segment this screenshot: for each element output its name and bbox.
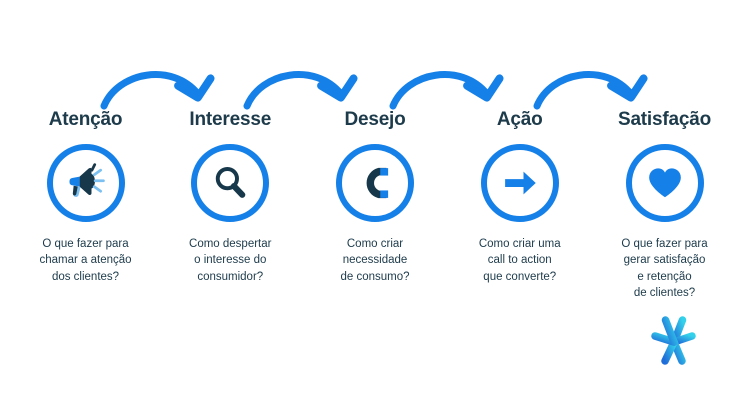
step-satisfacao[interactable]: Satisfação O que fazer para gerar satisf… <box>593 110 736 301</box>
heart-icon <box>648 168 681 198</box>
step-desejo[interactable]: Desejo Como criar necessidade de consumo… <box>304 110 447 285</box>
step-icon-circle <box>336 144 414 222</box>
step-description: O que fazer para chamar a atenção dos cl… <box>39 238 132 283</box>
step-description: Como criar uma call to action que conver… <box>478 238 561 283</box>
curved-arrow-1 <box>100 71 215 110</box>
step-interesse[interactable]: Interesse Como despertar o interesse do … <box>159 110 302 285</box>
megaphone-icon <box>69 163 105 197</box>
magnet-icon <box>366 167 389 199</box>
curved-arrow-2 <box>243 71 358 110</box>
step-icon-circle <box>480 144 559 222</box>
step-description: O que fazer para gerar satisfação e rete… <box>621 238 708 299</box>
step-icon-circle <box>191 144 270 222</box>
step-acao[interactable]: Ação Como criar uma call to action que c… <box>448 110 591 285</box>
step-description: Como criar necessidade de consumo? <box>340 238 410 283</box>
step-icon-circle <box>625 144 704 222</box>
step-title: Desejo <box>344 109 406 130</box>
step-description: Como despertar o interesse do consumidor… <box>189 238 272 283</box>
step-title: Interesse <box>189 109 272 130</box>
magnifier-icon <box>216 167 246 198</box>
step-title: Atenção <box>48 109 123 130</box>
step-icon-circle <box>46 144 125 222</box>
curved-arrow-3 <box>389 71 504 110</box>
step-title: Satisfação <box>617 109 712 130</box>
step-title: Ação <box>496 109 543 130</box>
curved-arrow-4 <box>533 71 648 110</box>
arrow-right-icon <box>504 171 536 195</box>
step-atencao[interactable]: Atenção O que fazer par <box>14 110 157 285</box>
starburst-logo[interactable] <box>646 314 702 370</box>
steps-row: Atenção O que fazer par <box>0 110 750 301</box>
